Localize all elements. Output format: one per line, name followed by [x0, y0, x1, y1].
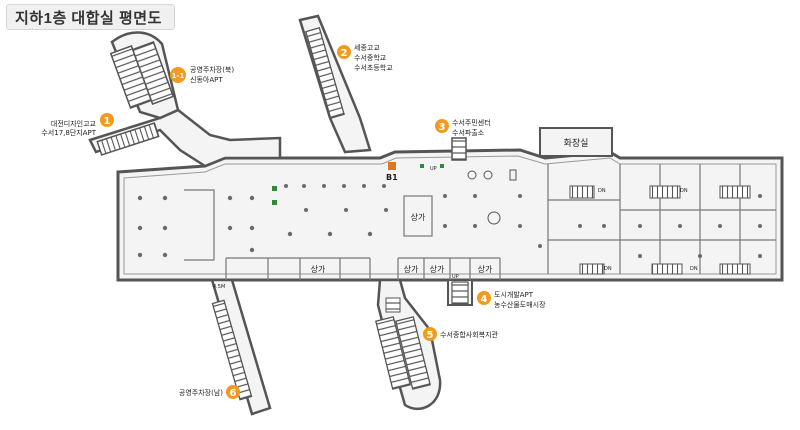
- up-label-exit4: UP: [452, 274, 459, 280]
- shop-label-south-4: 상가: [478, 264, 493, 274]
- b1-label: B1: [386, 173, 398, 182]
- exit-marker-2[interactable]: 2: [337, 45, 351, 59]
- shop-label-south-2: 상가: [404, 264, 419, 274]
- exit-marker-3[interactable]: 3: [435, 119, 449, 133]
- exit-1-1-number: 1-1: [172, 72, 185, 80]
- exit-3-number: 3: [439, 122, 446, 133]
- shop-label-center: 상가: [411, 212, 426, 222]
- exit-2-line-1: 세종고교: [354, 43, 380, 52]
- shop-label-south-1: 상가: [311, 264, 326, 274]
- b1-marker-square: [388, 162, 396, 170]
- exit-1-1-line-1: 공영주차장(북): [190, 65, 234, 74]
- exit-1-1-line-2: 신동아APT: [190, 75, 223, 84]
- exit-1-number: 1: [104, 116, 111, 127]
- exit-5-line-1: 수서종합사회복지관: [440, 330, 499, 339]
- dn-label-1: DN: [598, 188, 606, 194]
- exit-4-line-2: 농수산물도매시장: [494, 300, 546, 309]
- exit-6-line-1: 공영주차장(남): [179, 388, 223, 397]
- exit-marker-1-1[interactable]: 1-1: [170, 67, 186, 83]
- interior-walls: [184, 164, 776, 280]
- exit-4-number: 4: [481, 294, 488, 305]
- shop-label-south-3: 상가: [430, 264, 445, 274]
- width-label: 4.5M: [213, 284, 225, 290]
- exit-2-number: 2: [341, 48, 348, 59]
- exit-6-number: 6: [230, 388, 237, 399]
- restroom-label: 화장실: [564, 138, 589, 149]
- column-dots: [137, 184, 762, 258]
- map-title-box: 지하1층 대합실 평면도: [6, 4, 175, 30]
- exit-3-line-2: 수서파출소: [452, 128, 485, 137]
- ticket-gates: [467, 169, 517, 225]
- dn-label-2: DN: [680, 188, 688, 194]
- dn-label-4: DN: [690, 266, 698, 272]
- up-label-exit3: UP: [430, 166, 437, 172]
- exit-1-line-1: 대전디자인고교: [51, 119, 97, 128]
- exit-marker-5[interactable]: 5: [423, 327, 437, 341]
- exit-marker-4[interactable]: 4: [477, 291, 491, 305]
- exit-3-line-1: 수서주민센터: [452, 118, 491, 127]
- exit-2-line-2: 수서중학교: [354, 53, 387, 62]
- exit-3-stairs: [451, 137, 467, 161]
- exit-4-line-1: 도시개발APT: [494, 290, 534, 299]
- dn-label-3: DN: [604, 266, 612, 272]
- exit-2-line-3: 수서초등학교: [354, 63, 393, 72]
- restroom-room: [539, 127, 613, 157]
- exit-marker-6[interactable]: 6: [226, 385, 240, 399]
- exit-1-line-2: 수서17,8단지APT: [41, 128, 96, 137]
- exit-marker-1[interactable]: 1: [100, 113, 114, 127]
- exit-5-number: 5: [427, 330, 434, 341]
- map-title: 지하1층 대합실 평면도: [15, 9, 162, 27]
